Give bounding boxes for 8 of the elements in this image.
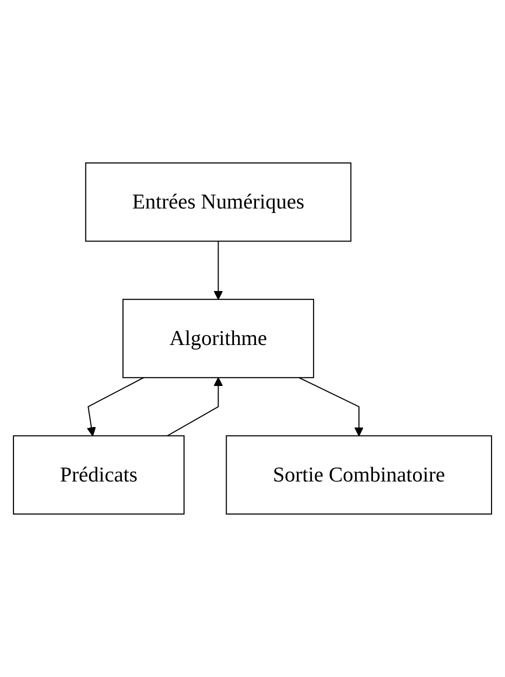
node-box: Sortie Combinatoire <box>226 435 492 515</box>
arrow <box>86 377 144 436</box>
arrow <box>167 377 223 436</box>
node-box: Prédicats <box>12 435 185 515</box>
arrow <box>214 241 223 300</box>
arrow <box>298 377 364 436</box>
node-box: Entrées Numériques <box>85 162 352 242</box>
node-box: Algorithme <box>122 298 314 378</box>
